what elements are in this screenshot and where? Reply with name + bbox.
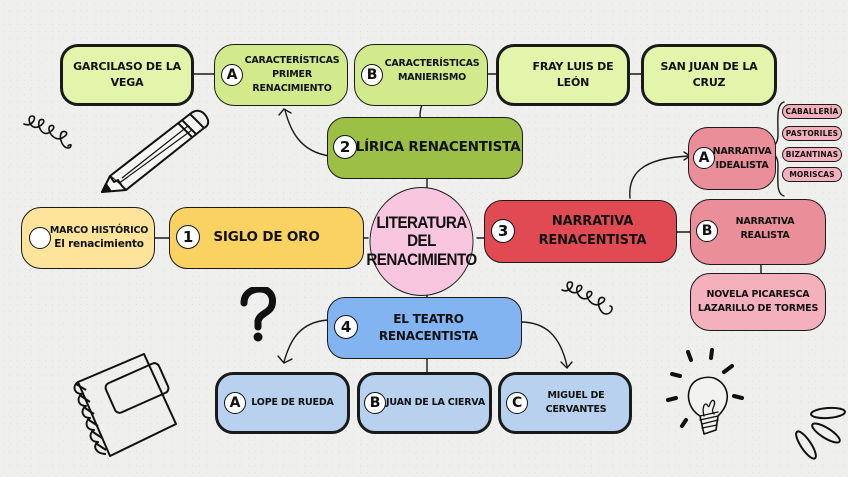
lirica-a-node[interactable]: A CARACTERÍSTICAS PRIMER RENACIMIENTO bbox=[214, 44, 348, 106]
badge-a: A bbox=[224, 392, 246, 414]
badge-a: A bbox=[693, 147, 715, 169]
tag-caballeria[interactable]: CABALLERÍA bbox=[782, 104, 842, 119]
title-line-2: DEL bbox=[407, 232, 436, 251]
sparkle-icon bbox=[795, 406, 846, 460]
lope-label: LOPE DE RUEDA bbox=[251, 397, 334, 409]
badge-b: B bbox=[364, 392, 386, 414]
idealista-label: NARRATIVA IDEALISTA bbox=[712, 145, 772, 171]
cervantes-label: MIGUEL DE CERVANTES bbox=[545, 390, 607, 415]
marco-label: MARCO HISTÓRICO El renacimiento bbox=[49, 224, 149, 251]
central-title: LITERATURA DEL RENACIMIENTO bbox=[366, 187, 477, 296]
notebook-icon bbox=[73, 353, 177, 457]
badge-1: 1 bbox=[176, 225, 200, 249]
pencil-icon bbox=[101, 109, 210, 193]
lightbulb-icon bbox=[666, 348, 744, 435]
narrativa-label: NARRATIVA RENACENTISTA bbox=[538, 213, 647, 248]
badge-b: B bbox=[361, 64, 383, 86]
teatro-lope-node[interactable]: A LOPE DE RUEDA bbox=[215, 372, 350, 434]
lirica-label: LÍRICA RENACENTISTA bbox=[355, 139, 521, 156]
teatro-renacentista-node[interactable]: 4 EL TEATRO RENACENTISTA bbox=[327, 297, 522, 359]
siglo-de-oro-node[interactable]: 1 SIGLO DE ORO bbox=[169, 207, 364, 269]
badge-3: 3 bbox=[491, 219, 515, 243]
title-line-3: RENACIMIENTO bbox=[366, 250, 477, 269]
poet-fray-luis-node[interactable]: FRAY LUIS DE LEÓN bbox=[496, 44, 630, 106]
narrativa-renacentista-node[interactable]: 3 NARRATIVA RENACENTISTA bbox=[484, 200, 677, 263]
badge-a: A bbox=[221, 64, 243, 86]
tag-moriscas[interactable]: MORISCAS bbox=[782, 167, 842, 182]
poet-garcilaso-label: GARCILASO DE LA VEGA bbox=[73, 60, 181, 89]
teatro-juan-node[interactable]: B JUAN DE LA CIERVA bbox=[357, 372, 492, 434]
spiral-icon bbox=[561, 281, 613, 315]
novela-picaresca-node[interactable]: NOVELA PICARESCA LAZARILLO DE TORMES bbox=[690, 273, 826, 331]
picaresca-label: NOVELA PICARESCA LAZARILLO DE TORMES bbox=[697, 289, 819, 314]
badge-c: C bbox=[506, 392, 528, 414]
teatro-label: EL TEATRO RENACENTISTA bbox=[378, 311, 479, 343]
narrativa-realista-node[interactable]: B NARRATIVA REALISTA bbox=[690, 199, 826, 265]
lirica-renacentista-node[interactable]: 2 LÍRICA RENACENTISTA bbox=[327, 117, 523, 179]
poet-san-juan-node[interactable]: SAN JUAN DE LA CRUZ bbox=[641, 44, 777, 106]
lirica-b-node[interactable]: B CARACTERÍSTICAS MANIERISMO bbox=[354, 44, 488, 106]
juan-label: JUAN DE LA CIERVA bbox=[386, 397, 485, 409]
poet-fray-luis-label: FRAY LUIS DE LEÓN bbox=[532, 60, 614, 89]
siglo-label: SIGLO DE ORO bbox=[213, 229, 320, 246]
badge-b: B bbox=[696, 220, 718, 242]
lirica-b-label: CARACTERÍSTICAS MANIERISMO bbox=[384, 58, 480, 83]
badge-4: 4 bbox=[334, 315, 358, 339]
realista-label: NARRATIVA REALISTA bbox=[735, 216, 795, 241]
poet-san-juan-label: SAN JUAN DE LA CRUZ bbox=[660, 60, 758, 89]
lirica-a-label: CARACTERÍSTICAS PRIMER RENACIMIENTO bbox=[244, 55, 340, 94]
marco-historico-node[interactable]: MARCO HISTÓRICO El renacimiento bbox=[21, 207, 155, 269]
spiral-icon bbox=[23, 115, 72, 149]
tag-pastoriles[interactable]: PASTORILES bbox=[782, 126, 842, 141]
narrativa-idealista-node[interactable]: A NARRATIVA IDEALISTA bbox=[688, 127, 776, 190]
empty-badge-circle bbox=[29, 227, 51, 249]
tag-bizantinas[interactable]: BIZANTINAS bbox=[782, 147, 842, 162]
question-mark-icon bbox=[240, 287, 276, 342]
title-line-1: LITERATURA bbox=[376, 213, 467, 232]
poet-garcilaso-node[interactable]: GARCILASO DE LA VEGA bbox=[60, 44, 194, 106]
badge-2: 2 bbox=[333, 135, 357, 159]
teatro-cervantes-node[interactable]: C MIGUEL DE CERVANTES bbox=[498, 372, 632, 434]
